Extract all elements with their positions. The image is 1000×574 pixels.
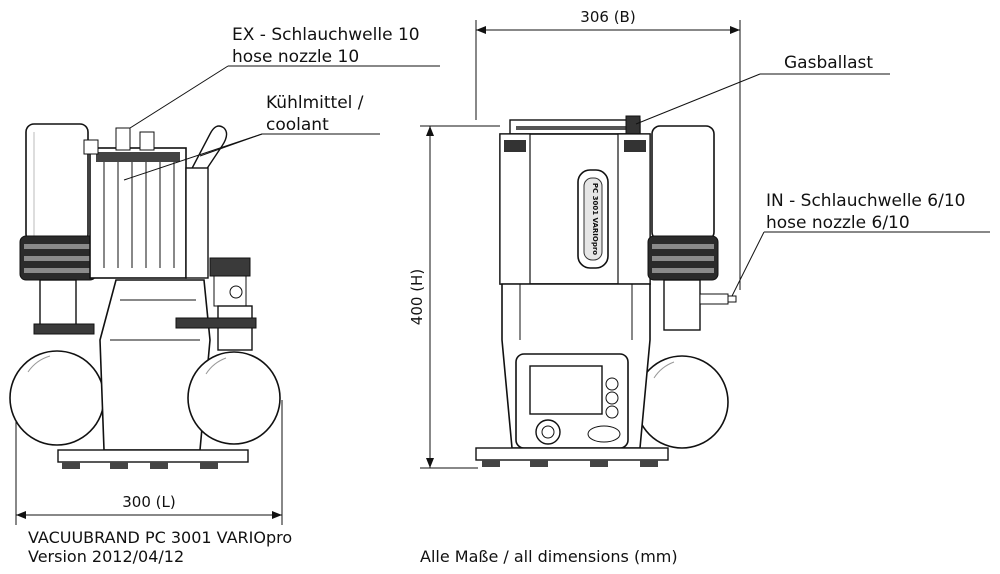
dimension-length: [15, 400, 283, 525]
coolant-label-line2: coolant: [266, 115, 329, 135]
leader-gasballast: [635, 73, 890, 125]
version-text: Version 2012/04/12: [28, 547, 184, 566]
dimension-width-label: 306 (B): [580, 8, 635, 26]
units-note: Alle Maße / all dimensions (mm): [420, 547, 678, 566]
coolant-label-line1: Kühlmittel /: [266, 93, 364, 113]
ex-nozzle-label-line1: EX - Schlauchwelle 10: [232, 25, 420, 45]
leader-in-nozzle: [731, 231, 990, 297]
leader-ex-nozzle: [129, 65, 440, 129]
in-nozzle-label-line1: IN - Schlauchwelle 6/10: [766, 191, 965, 211]
gasballast-label: Gasballast: [784, 53, 873, 73]
front-view-pump: PC 3001 VARIOpro: [475, 115, 737, 467]
dimension-height-label: 400 (H): [408, 269, 426, 325]
leader-coolant: [123, 133, 380, 181]
ex-nozzle-label-line2: hose nozzle 10: [232, 47, 359, 67]
dimension-width: [475, 20, 741, 290]
model-name: VACUUBRAND PC 3001 VARIOpro: [28, 528, 292, 547]
dimension-length-label: 300 (L): [122, 493, 175, 511]
device-badge-text: PC 3001 VARIOpro: [591, 183, 599, 255]
side-view-pump: [9, 123, 281, 469]
in-nozzle-label-line2: hose nozzle 6/10: [766, 213, 910, 233]
dimension-height: [420, 125, 500, 469]
